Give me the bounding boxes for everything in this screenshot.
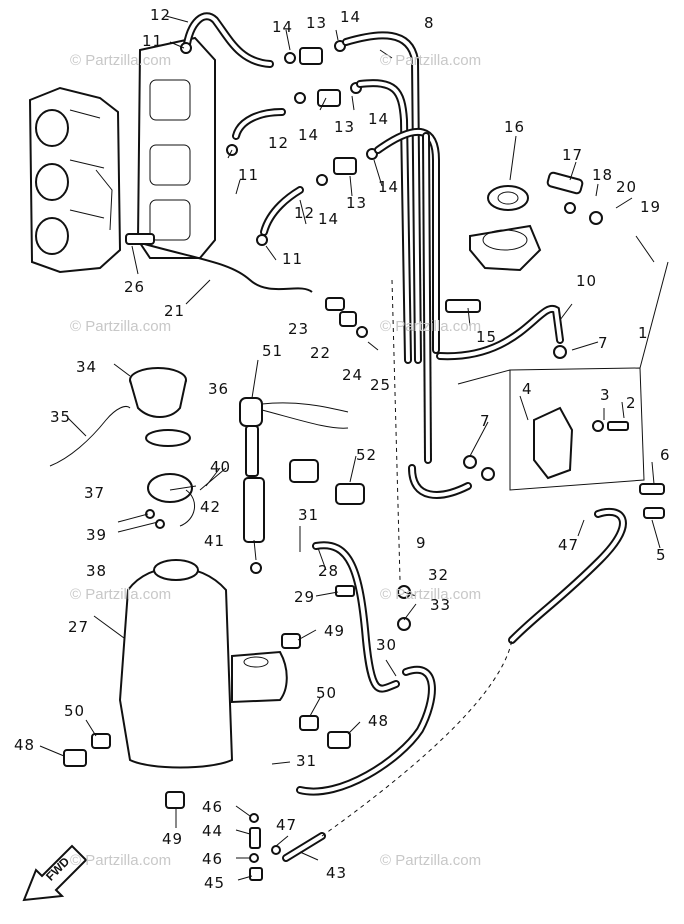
callout-1: 1 bbox=[638, 324, 649, 342]
watermark: © Partzilla.com bbox=[380, 852, 482, 869]
callout-14: 14 bbox=[368, 110, 390, 128]
callout-25: 25 bbox=[370, 376, 392, 394]
callout-28: 28 bbox=[318, 562, 340, 580]
oil-level-sensor bbox=[239, 397, 365, 574]
callout-50: 50 bbox=[64, 702, 86, 720]
watermark: © Partzilla.com bbox=[380, 318, 482, 335]
callout-13: 13 bbox=[346, 194, 368, 212]
callout-23: 23 bbox=[288, 320, 310, 338]
callout-13: 13 bbox=[306, 14, 328, 32]
callout-49: 49 bbox=[324, 622, 346, 640]
misc-fittings bbox=[63, 585, 411, 881]
callout-46: 46 bbox=[202, 798, 224, 816]
callout-17: 17 bbox=[562, 146, 584, 164]
fuel-hose-10 bbox=[436, 304, 564, 361]
callout-48: 48 bbox=[14, 736, 36, 754]
fwd-arrow bbox=[22, 844, 88, 902]
callout-40: 40 bbox=[210, 458, 232, 476]
callout-27: 27 bbox=[68, 618, 90, 636]
callout-50: 50 bbox=[316, 684, 338, 702]
callout-47: 47 bbox=[276, 816, 298, 834]
callout-51: 51 bbox=[262, 342, 284, 360]
callout-5: 5 bbox=[656, 546, 667, 564]
fuel-hose-9 bbox=[408, 464, 472, 499]
callout-22: 22 bbox=[310, 344, 332, 362]
callout-8: 8 bbox=[424, 14, 435, 32]
callout-11: 11 bbox=[282, 250, 304, 268]
callout-38: 38 bbox=[86, 562, 108, 580]
callout-14: 14 bbox=[340, 8, 362, 26]
callout-18: 18 bbox=[592, 166, 614, 184]
callout-14: 14 bbox=[318, 210, 340, 228]
callout-14: 14 bbox=[378, 178, 400, 196]
callout-52: 52 bbox=[356, 446, 378, 464]
oil-line-21 bbox=[125, 233, 379, 351]
oil-hoses bbox=[282, 279, 513, 862]
fuel-pump-parts bbox=[445, 171, 603, 313]
callout-9: 9 bbox=[416, 534, 427, 552]
callout-14: 14 bbox=[272, 18, 294, 36]
intake-manifold bbox=[136, 36, 216, 259]
callout-21: 21 bbox=[164, 302, 186, 320]
callout-47: 47 bbox=[558, 536, 580, 554]
callout-33: 33 bbox=[430, 596, 452, 614]
watermark: © Partzilla.com bbox=[380, 52, 482, 69]
callout-26: 26 bbox=[124, 278, 146, 296]
callout-12: 12 bbox=[150, 6, 172, 24]
leader-lines bbox=[39, 15, 661, 881]
watermark: © Partzilla.com bbox=[70, 52, 172, 69]
callout-4: 4 bbox=[522, 380, 533, 398]
callout-29: 29 bbox=[294, 588, 316, 606]
callout-31: 31 bbox=[298, 506, 320, 524]
callout-3: 3 bbox=[600, 386, 611, 404]
callout-41: 41 bbox=[204, 532, 226, 550]
callout-7: 7 bbox=[480, 412, 491, 430]
oil-tank bbox=[118, 559, 288, 769]
callout-32: 32 bbox=[428, 566, 450, 584]
callout-43: 43 bbox=[326, 864, 348, 882]
callout-7: 7 bbox=[598, 334, 609, 352]
watermark: © Partzilla.com bbox=[70, 852, 172, 869]
engine-block bbox=[28, 86, 122, 274]
callout-44: 44 bbox=[202, 822, 224, 840]
callout-20: 20 bbox=[616, 178, 638, 196]
oil-feed-pump-assembly bbox=[457, 261, 669, 644]
callout-11: 11 bbox=[238, 166, 260, 184]
callout-46: 46 bbox=[202, 850, 224, 868]
callout-39: 39 bbox=[86, 526, 108, 544]
callout-14: 14 bbox=[298, 126, 320, 144]
callout-48: 48 bbox=[368, 712, 390, 730]
callout-36: 36 bbox=[208, 380, 230, 398]
callout-37: 37 bbox=[84, 484, 106, 502]
callout-42: 42 bbox=[200, 498, 222, 516]
callout-30: 30 bbox=[376, 636, 398, 654]
callout-31: 31 bbox=[296, 752, 318, 770]
fuel-hoses-12 bbox=[182, 12, 304, 236]
fuel-hoses-8 bbox=[342, 31, 440, 464]
callout-15: 15 bbox=[476, 328, 498, 346]
callout-11: 11 bbox=[142, 32, 164, 50]
callout-12: 12 bbox=[294, 204, 316, 222]
callout-12: 12 bbox=[268, 134, 290, 152]
callout-10: 10 bbox=[576, 272, 598, 290]
watermark: © Partzilla.com bbox=[380, 586, 482, 603]
callout-16: 16 bbox=[504, 118, 526, 136]
callout-19: 19 bbox=[640, 198, 662, 216]
callout-6: 6 bbox=[660, 446, 671, 464]
oil-tank-cap-parts bbox=[49, 367, 195, 529]
callout-2: 2 bbox=[626, 394, 637, 412]
fuel-filters-13 bbox=[180, 40, 378, 246]
callout-13: 13 bbox=[334, 118, 356, 136]
callout-24: 24 bbox=[342, 366, 364, 384]
watermark: © Partzilla.com bbox=[70, 586, 172, 603]
callout-49: 49 bbox=[162, 830, 184, 848]
callout-34: 34 bbox=[76, 358, 98, 376]
callout-35: 35 bbox=[50, 408, 72, 426]
watermark: © Partzilla.com bbox=[70, 318, 172, 335]
callout-45: 45 bbox=[204, 874, 226, 892]
